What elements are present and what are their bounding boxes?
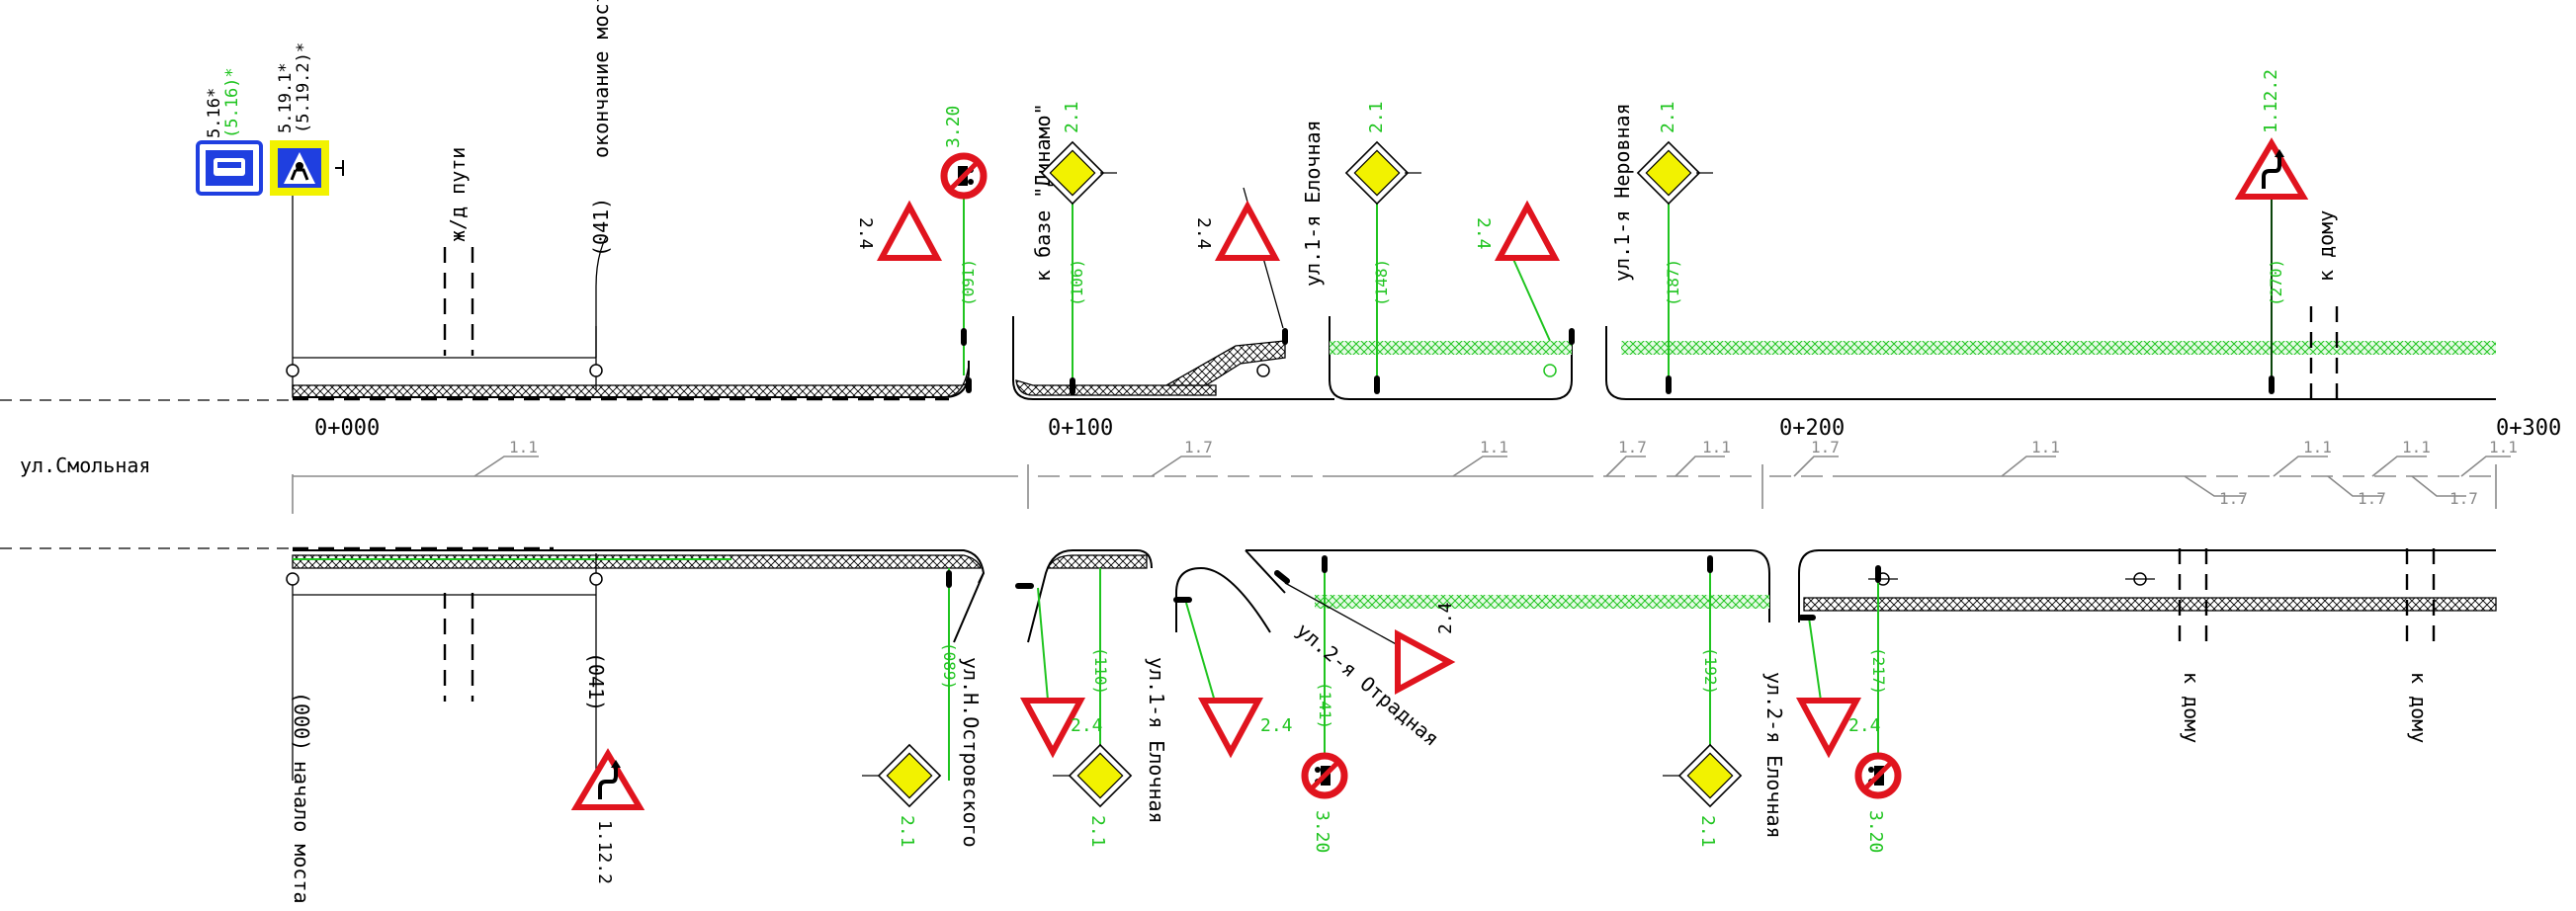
marking-label: 1.1 [2489, 438, 2518, 456]
to-house-bottom-2: к дому [2407, 672, 2431, 743]
marking-label: 1.1 [2402, 438, 2431, 456]
sign-code: 2.1 [1062, 101, 1082, 133]
sign-code: 2.4 [1435, 602, 1456, 634]
marking-label: 1.1 [2031, 438, 2060, 456]
sign-5-16 [196, 140, 263, 196]
bridge-area [286, 178, 2436, 790]
rail-label: ж/д пути [446, 147, 470, 242]
bridge-end-pk: (041) [589, 198, 613, 257]
sign-2-4-top-3 [1500, 207, 1555, 258]
sign-code: 2.1 [1658, 101, 1678, 133]
sign-2-4-top-2 [1220, 207, 1275, 258]
sign-5-19-1-code: 5.19.1* [276, 62, 296, 133]
sign-2-4-bottom-3 [1398, 634, 1449, 690]
sign-5-19 [270, 140, 344, 196]
marking-label: 1.1 [509, 438, 538, 456]
pk-top-091: (091) [959, 259, 978, 306]
to-house-label: к дому [2314, 210, 2338, 282]
marking-label: 1.7 [1811, 438, 1840, 456]
pk-top-270: (270) [2267, 259, 2285, 306]
sign-code: 2.4 [1071, 715, 1103, 736]
sign-code: 2.4 [1193, 217, 1214, 250]
sign-code: 3.20 [1312, 810, 1332, 853]
bottom-road-edge [0, 546, 2497, 643]
sign-2-4-bottom-2 [1203, 701, 1258, 752]
sign-code: 2.4 [1473, 217, 1494, 250]
sign-code: 3.20 [943, 106, 964, 148]
bridge-start-label: начало моста [290, 761, 313, 904]
sign-3-20-bottom-2 [1858, 756, 1898, 795]
sign-code: 2.1 [1697, 815, 1718, 848]
bridge-end-label: окончание моста [589, 0, 613, 158]
sign-code: 2.4 [855, 217, 876, 250]
sign-2-1-bottom-3 [1678, 744, 1742, 807]
marking-label: 1.1 [2303, 438, 2332, 456]
sign-2-1-top-2 [1345, 141, 1409, 205]
sign-code: 3.20 [1865, 810, 1886, 853]
sign-code: 1.12.2 [594, 820, 615, 884]
bridge-pk: (041) [584, 652, 608, 711]
ostrovskogo-label: ул.Н.Островского [959, 657, 983, 848]
picket-2: 0+200 [1779, 416, 1845, 441]
otradnaya2-label: ул.2-я Отрадная [1292, 618, 1444, 750]
sign-2-1-top-3 [1637, 141, 1700, 205]
centerline [292, 456, 2511, 514]
yolochnaya1-bottom-label: ул.1-я Елочная [1145, 657, 1168, 824]
sign-2-1-bottom-2 [1069, 744, 1132, 807]
pk-bottom-217: (217) [1869, 647, 1888, 695]
stop-bars [946, 328, 2275, 621]
pk-bottom-192: (192) [1701, 647, 1720, 695]
sign-code: 2.1 [1366, 101, 1387, 133]
picket-1: 0+100 [1048, 416, 1113, 441]
picket-3: 0+300 [2496, 416, 2561, 441]
marking-label: 1.7 [1618, 438, 1647, 456]
pk-bottom-141: (141) [1316, 682, 1334, 729]
pk-bottom-110: (110) [1091, 647, 1110, 695]
pk-top-148: (148) [1372, 259, 1391, 306]
yolochnaya2-label: ул.2-я Елочная [1762, 672, 1786, 839]
sign-3-20-top [944, 156, 984, 196]
sign-5-19-2-code: (5.19.2)* [294, 42, 313, 133]
sign-code: 2.4 [1848, 715, 1881, 736]
sign-5-16-code: 5.16* [205, 88, 224, 138]
marking-label: 1.7 [2358, 489, 2386, 508]
pk-top-187: (187) [1664, 259, 1682, 306]
sign-code: 2.4 [1260, 715, 1293, 736]
marking-label: 1.1 [1702, 438, 1731, 456]
dinamo-label: к базе "Динамо" [1031, 103, 1055, 282]
nerovnaya1-label: ул.1-я Неровная [1610, 103, 1634, 282]
sign-1-12-2-top [2240, 143, 2303, 197]
bridge-start-pk: (000) [290, 692, 313, 751]
sign-1-12-2-bottom [576, 754, 640, 807]
yolochnaya1-label: ул.1-я Елочная [1301, 120, 1325, 287]
sign-code: 2.1 [897, 815, 917, 848]
sign-3-20-bottom-1 [1305, 756, 1344, 795]
pk-bottom-089: (089) [940, 642, 959, 690]
sign-2-4-top-1 [882, 207, 937, 258]
marking-label: 1.7 [2219, 489, 2248, 508]
marking-label: 1.7 [2449, 489, 2478, 508]
to-house-bottom-1: к дому [2180, 672, 2203, 743]
marking-label: 1.1 [1480, 438, 1508, 456]
sign-code: 1.12.2 [2261, 69, 2281, 133]
sign-2-1-bottom-1 [878, 744, 941, 807]
sign-code: 2.1 [1087, 815, 1108, 848]
sign-5-16-alt-code: (5.16)* [222, 67, 242, 138]
pk-top-106: (106) [1068, 259, 1086, 306]
top-road-edge [0, 316, 2496, 401]
marking-label: 1.7 [1184, 438, 1213, 456]
street-label: ул.Смольная [20, 454, 150, 477]
picket-0: 0+000 [314, 416, 380, 441]
